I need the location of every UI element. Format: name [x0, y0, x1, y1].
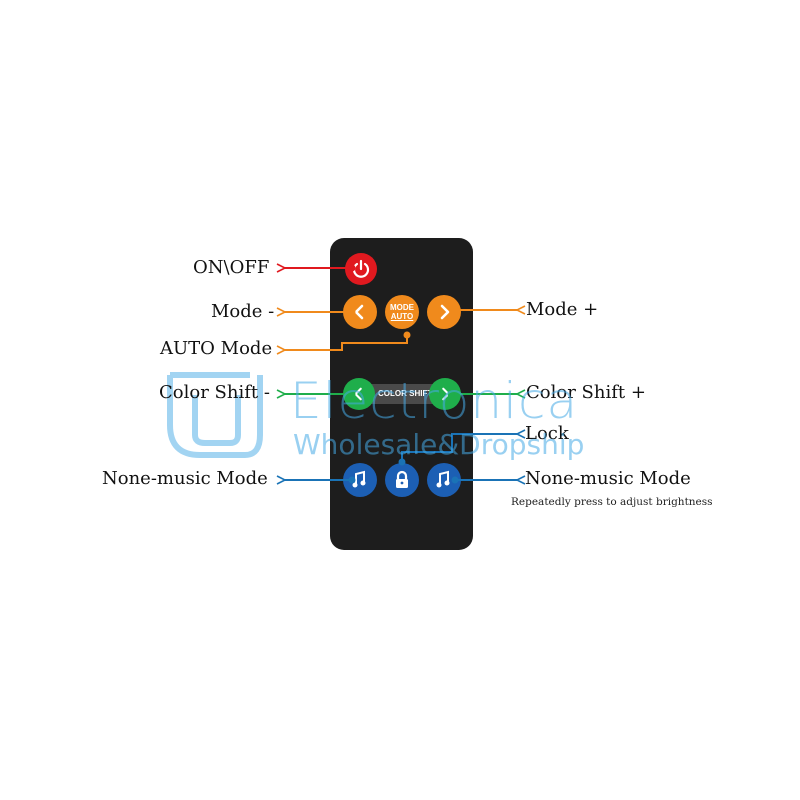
label-none-music-left: None-music Mode	[102, 468, 268, 489]
mode-minus-button[interactable]	[343, 295, 377, 329]
watermark-line2: Wholesale&Dropship	[293, 428, 585, 461]
none-music-mode-left-button[interactable]	[343, 463, 377, 497]
music-note-icon	[436, 470, 450, 488]
brightness-note: Repeatedly press to adjust brightness	[511, 496, 713, 508]
mode-auto-top-label: MODE	[390, 302, 414, 312]
label-color-shift-minus: Color Shift -	[159, 382, 270, 403]
mode-auto-bottom-label: AUTO	[390, 311, 414, 321]
chevron-left-icon	[354, 387, 362, 401]
lock-button[interactable]	[385, 463, 419, 497]
label-mode-plus: Mode +	[526, 299, 599, 320]
label-lock: Lock	[525, 423, 569, 444]
chevron-left-icon	[354, 304, 364, 320]
mode-plus-button[interactable]	[427, 295, 461, 329]
mode-auto-button[interactable]: MODE AUTO	[385, 295, 419, 329]
label-auto-mode: AUTO Mode	[160, 338, 273, 359]
power-button[interactable]	[345, 253, 377, 285]
power-icon	[352, 259, 370, 278]
watermark-logo-icon	[167, 372, 263, 458]
lock-icon	[396, 470, 408, 488]
none-music-mode-right-button[interactable]	[427, 463, 461, 497]
chevron-right-icon	[440, 304, 450, 320]
music-note-icon	[352, 470, 366, 488]
color-shift-bar-label: COLOR SHIFT	[378, 389, 433, 398]
color-shift-bar	[360, 384, 446, 404]
watermark-line1: Electronica	[290, 372, 579, 430]
label-on-off: ON\OFF	[193, 257, 270, 278]
label-color-shift-plus: Color Shift +	[526, 382, 646, 403]
label-mode-minus: Mode -	[211, 301, 275, 322]
label-none-music-right: None-music Mode	[525, 468, 691, 489]
